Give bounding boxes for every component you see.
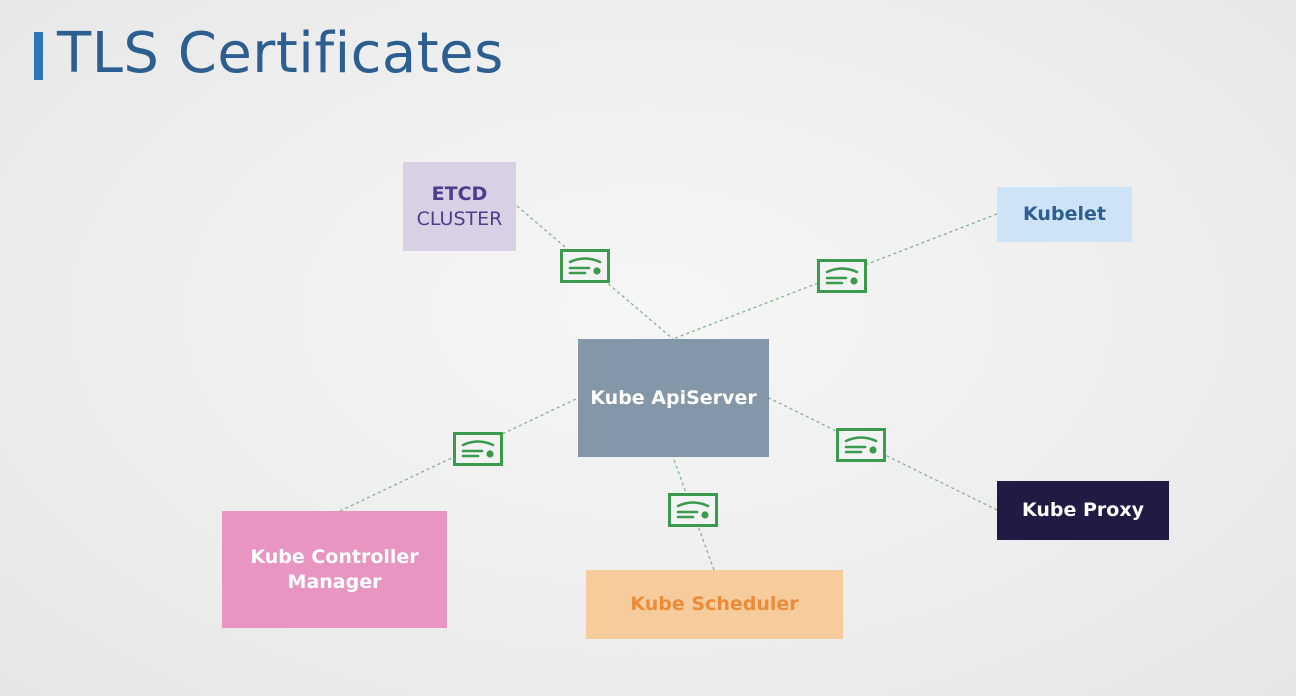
controller-label-line2: Manager xyxy=(287,570,382,593)
scheduler-label: Kube Scheduler xyxy=(630,593,799,616)
kube-proxy-node: Kube Proxy xyxy=(997,481,1169,540)
etcd-subtitle: CLUSTER xyxy=(416,207,503,230)
link-kubelet-apiserver xyxy=(672,213,998,340)
kube-scheduler-node: Kube Scheduler xyxy=(586,570,843,639)
proxy-label: Kube Proxy xyxy=(1021,499,1144,522)
etcd-cluster-node: ETCD CLUSTER xyxy=(403,162,516,251)
apiserver-label: Kube ApiServer xyxy=(590,386,757,409)
page-title-group: TLS Certificates xyxy=(34,18,504,90)
certificate-icon xyxy=(836,428,886,462)
certificate-icon xyxy=(453,432,503,466)
kube-apiserver-node: Kube ApiServer xyxy=(578,339,769,457)
kubelet-label: Kubelet xyxy=(1023,203,1106,226)
kubelet-node: Kubelet xyxy=(997,187,1132,242)
title-accent-bar xyxy=(34,32,43,80)
controller-label-line1: Kube Controller xyxy=(250,545,419,568)
kube-controller-manager-node: Kube Controller Manager xyxy=(222,511,447,628)
page-title: TLS Certificates xyxy=(57,21,504,86)
etcd-title: ETCD xyxy=(431,182,488,205)
certificate-icon xyxy=(817,259,867,293)
certificate-icon xyxy=(560,249,610,283)
link-controller-apiserver xyxy=(339,397,579,512)
certificate-icon xyxy=(668,493,718,527)
